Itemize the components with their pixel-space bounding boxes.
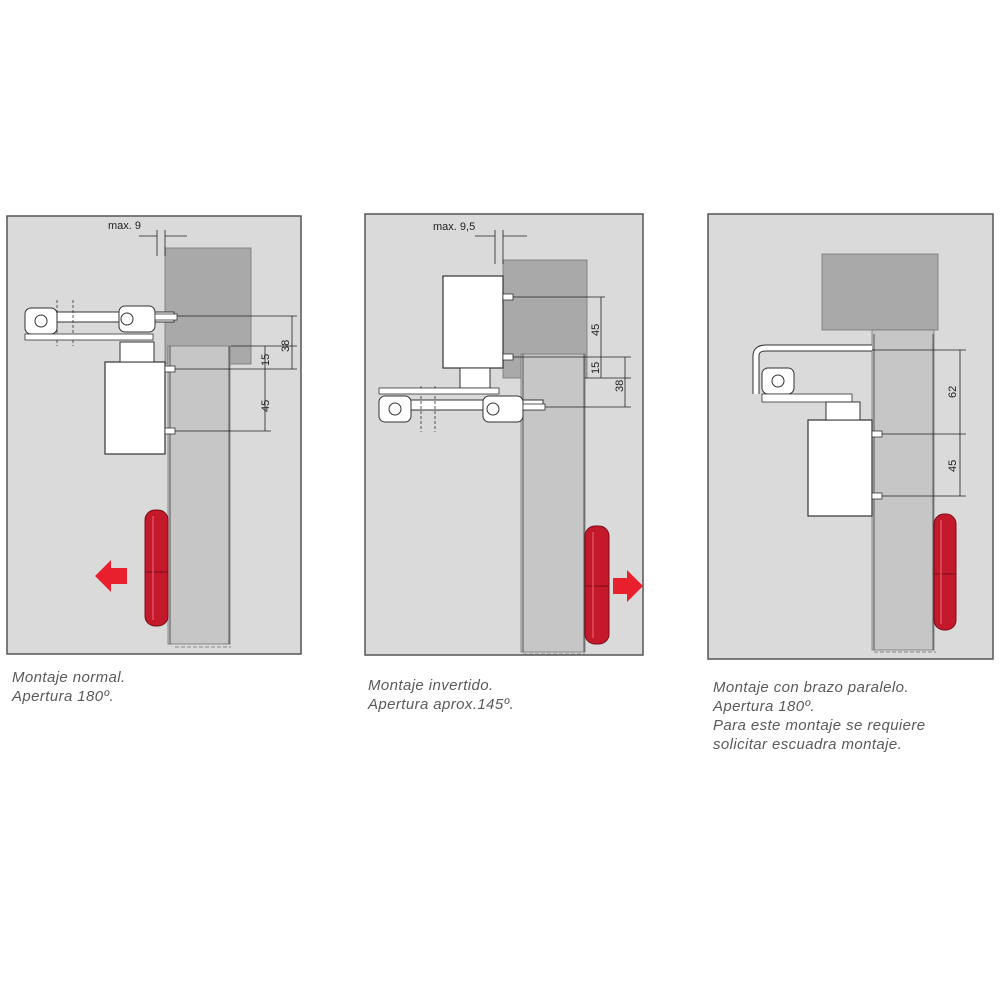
diagram-montaje-normal: max. 9 38 15 45 (6, 215, 302, 655)
caption-line: solicitar escuadra montaje. (713, 736, 903, 753)
diagram-montaje-invertido: max. 9,5 45 15 38 (364, 213, 644, 656)
dimension-lines (475, 230, 631, 408)
hinge (144, 509, 169, 627)
dim-label: 45 (260, 400, 272, 412)
hinge (933, 513, 957, 631)
caption-line: Para este montaje se requiere (713, 717, 926, 734)
hinge (584, 525, 610, 645)
caption-line: Apertura 180º. (713, 698, 815, 715)
closer-arm (24, 300, 178, 346)
dimension-lines (139, 230, 297, 432)
door-leaf (520, 353, 586, 653)
caption-line: Apertura 180º. (12, 688, 114, 705)
diagram-montaje-brazo-paralelo: 62 45 (707, 213, 994, 660)
panel-montaje-brazo-paralelo: 62 45 (707, 213, 996, 662)
panel-montaje-invertido: max. 9,5 45 15 38 (364, 213, 645, 658)
door-closer-body (807, 419, 873, 517)
caption-line: Apertura aprox.145º. (368, 696, 515, 713)
door-frame (164, 247, 252, 365)
caption-montaje-invertido: Montaje invertido. Apertura aprox.145º. (368, 676, 514, 714)
caption-line: Montaje normal. (12, 669, 126, 686)
dim-label: 45 (590, 324, 602, 336)
closer-arm (378, 386, 546, 432)
caption-line: Montaje invertido. (368, 677, 494, 694)
panel-montaje-normal: max. 9 38 15 45 (6, 215, 303, 656)
door-leaf (167, 345, 231, 645)
opening-arrow-right-icon (613, 570, 643, 602)
door-frame (821, 253, 939, 331)
caption-montaje-normal: Montaje normal. Apertura 180º. (12, 668, 126, 706)
dim-label: 15 (590, 362, 602, 374)
caption-line: Montaje con brazo paralelo. (713, 679, 909, 696)
dimension-lines (872, 349, 966, 497)
dim-label: 15 (260, 354, 272, 366)
door-closer-body (442, 275, 504, 369)
door-closer-body (104, 361, 166, 455)
dim-label: 38 (280, 340, 292, 352)
caption-montaje-brazo-paralelo: Montaje con brazo paralelo. Apertura 180… (713, 678, 926, 754)
dim-label: 62 (947, 386, 959, 398)
dim-max-label: max. 9,5 (433, 221, 475, 233)
dim-max-label: max. 9 (108, 220, 141, 232)
door-leaf (871, 329, 935, 651)
opening-arrow-left-icon (95, 560, 127, 592)
dim-label: 45 (947, 460, 959, 472)
dim-label: 38 (614, 380, 626, 392)
parallel-arm-bracket (752, 344, 872, 403)
